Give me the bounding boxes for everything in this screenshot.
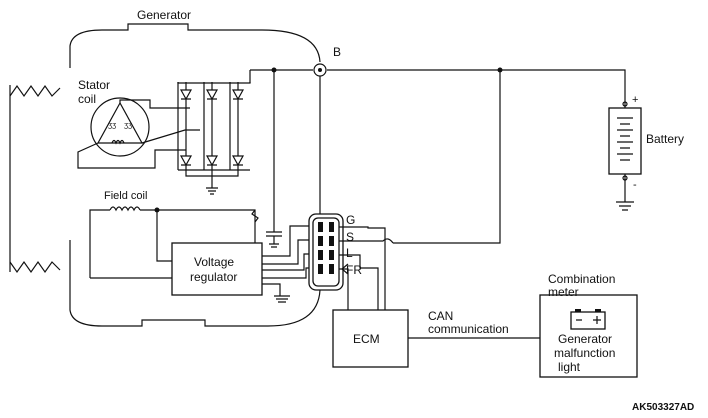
voltage-regulator: Voltage regulator [171, 225, 313, 303]
voltage-regulator-label-2: regulator [190, 270, 237, 284]
ecm-label: ECM [353, 332, 380, 346]
battery-symbol [608, 98, 642, 211]
voltage-regulator-label-1: Voltage [194, 255, 234, 269]
battery-label: Battery [646, 132, 684, 146]
terminal-l-label: L [346, 246, 353, 260]
generator-housing [69, 23, 321, 327]
terminal-s-label: S [346, 230, 354, 244]
field-coil-label: Field coil [104, 190, 147, 202]
rotor-coil-left [9, 84, 61, 274]
connector [308, 213, 394, 310]
svg-text:ᶾᶾ: ᶾᶾ [108, 121, 116, 133]
stator-coil: ᶾᶾ ᶾᶾ [77, 97, 200, 169]
terminal-g-label: G [346, 213, 355, 227]
terminal-fr-label: FR [346, 263, 362, 277]
can-label-2: communication [428, 322, 509, 336]
generator-malfunction-label-2: malfunction [554, 346, 615, 360]
node-b-label: B [333, 45, 341, 59]
combination-meter-label-1: Combination [548, 272, 615, 286]
battery-plus-label: + [632, 94, 638, 106]
generator-malfunction-label-1: Generator [558, 332, 612, 346]
figure-code: AK503327AD [632, 402, 694, 413]
generator-label: Generator [137, 8, 191, 22]
combination-meter-label-2: meter [548, 285, 579, 299]
b-terminal-line [250, 63, 626, 248]
combination-meter: Generator malfunction light [539, 294, 638, 378]
svg-text:ᶾᶾ: ᶾᶾ [124, 121, 132, 133]
stator-coil-label-1: Stator [78, 78, 110, 92]
battery-minus-label: - [633, 179, 637, 191]
generator-malfunction-label-3: light [558, 360, 581, 374]
can-label-1: CAN [428, 309, 453, 323]
ecm: ECM [332, 309, 540, 368]
rectifier-bridge [177, 70, 251, 195]
stator-coil-label-2: coil [78, 92, 96, 106]
